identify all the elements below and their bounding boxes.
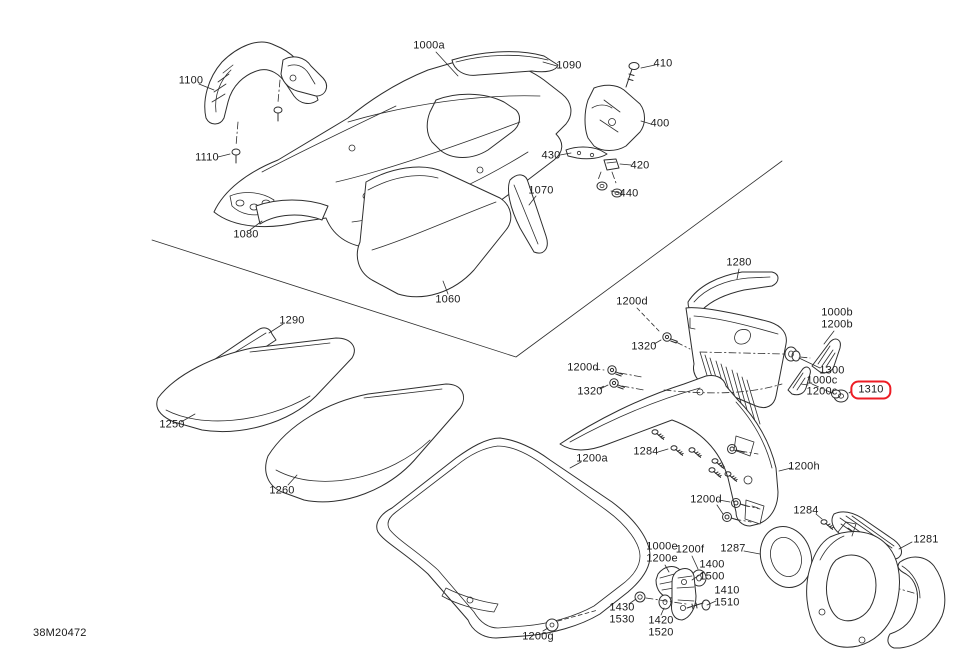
part-440-grommets-drawing	[596, 171, 623, 198]
part-1110-screws-drawing	[231, 79, 283, 164]
part-430-support-drawing	[565, 146, 608, 160]
part-label-1510-39[interactable]: 1510	[714, 596, 740, 609]
part-1200g-rivet-drawing	[545, 609, 599, 632]
part-1286-duct-drawing	[887, 556, 946, 649]
part-label-1090-3[interactable]: 1090	[556, 59, 582, 72]
part-label-1280-15[interactable]: 1280	[726, 256, 752, 269]
part-label-1110-1[interactable]: 1110	[195, 151, 219, 164]
part-label-1530-41[interactable]: 1530	[609, 613, 635, 626]
part-label-1284-26[interactable]: 1284	[633, 445, 659, 458]
part-label-430-6[interactable]: 430	[541, 149, 561, 162]
part-label-1200a-27[interactable]: 1200a	[576, 452, 608, 465]
sheet-separator-lines	[151, 160, 783, 358]
part-label-1320-17[interactable]: 1320	[631, 340, 657, 353]
part-1430-1530-nut-drawing	[634, 591, 646, 603]
part-label-1000e-33[interactable]: 1000e	[646, 540, 678, 553]
part-label-1000b-20[interactable]: 1000b	[821, 306, 853, 319]
part-label-1200d-18[interactable]: 1200d	[567, 361, 599, 374]
part-label-1060-11[interactable]: 1060	[435, 293, 461, 306]
centerline-bottom-hardware	[645, 597, 687, 605]
part-1300-grommet-drawing	[784, 346, 801, 362]
part-1200d-1320-pushpins-drawing	[595, 365, 645, 391]
part-label-400-5[interactable]: 400	[650, 117, 670, 130]
part-label-1430-40[interactable]: 1430	[609, 601, 635, 614]
part-label-1200e-34[interactable]: 1200e	[646, 552, 678, 565]
part-1000c-1200c-vent-drawing	[787, 366, 811, 396]
part-1200a-lower-panel-drawing	[376, 437, 651, 639]
part-label-410-4[interactable]: 410	[653, 57, 673, 70]
part-label-1200h-28[interactable]: 1200h	[788, 460, 820, 473]
part-1283-housing-drawing	[806, 521, 900, 648]
part-420-clip-drawing	[603, 158, 620, 171]
part-label-440-8[interactable]: 440	[619, 187, 639, 200]
part-label-1287-32[interactable]: 1287	[720, 542, 746, 555]
part-1080-strip-drawing	[255, 199, 329, 225]
part-label-420-7[interactable]: 420	[630, 159, 650, 172]
part-side-panel-assembly-drawing	[559, 307, 787, 527]
part-label-1260-14[interactable]: 1260	[269, 484, 295, 497]
part-label-1200c-24[interactable]: 1200c	[806, 385, 838, 398]
part-label-1320-19[interactable]: 1320	[577, 385, 603, 398]
part-1090-trim-strip-drawing	[451, 51, 559, 76]
part-label-1500-37[interactable]: 1500	[699, 570, 725, 583]
part-400-bracket-drawing	[584, 84, 645, 151]
part-1310-grommet-drawing	[831, 389, 849, 403]
part-label-1520-43[interactable]: 1520	[648, 626, 674, 639]
part-1320-pushpin-drawing	[636, 307, 691, 350]
part-label-1100-0[interactable]: 1100	[178, 74, 204, 87]
part-label-1410-38[interactable]: 1410	[714, 584, 740, 597]
part-1250-panel-drawing	[156, 337, 355, 433]
part-label-1281-31[interactable]: 1281	[913, 533, 939, 546]
part-label-1070-9[interactable]: 1070	[528, 184, 554, 197]
part-1260-panel-drawing	[265, 383, 464, 503]
part-1280-strip-drawing	[687, 271, 779, 314]
part-label-1420-42[interactable]: 1420	[648, 614, 674, 627]
part-label-1080-10[interactable]: 1080	[233, 228, 259, 241]
part-1000b-1200b-vent-drawing	[811, 338, 841, 374]
part-label-1000a-2[interactable]: 1000a	[413, 39, 445, 52]
part-label-1200d-29[interactable]: 1200d	[690, 493, 722, 506]
part-1060-side-panel-drawing	[356, 166, 512, 298]
part-1100-hood-drawing	[204, 41, 327, 125]
part-label-1284-30[interactable]: 1284	[793, 504, 819, 517]
sheet-code: 38M20472	[33, 627, 87, 639]
part-label-1000c-23[interactable]: 1000c	[806, 374, 838, 387]
part-1200d-rivets-drawing	[722, 444, 761, 523]
part-label-1200f-35[interactable]: 1200f	[675, 543, 705, 556]
part-1410-1510-bolt-drawing	[686, 599, 711, 611]
part-1287-ring-drawing	[759, 526, 813, 588]
centerlines-right-middle	[663, 351, 833, 394]
part-label-1300-22[interactable]: 1300	[819, 364, 845, 377]
part-1070-deflector-drawing	[507, 174, 548, 254]
part-label-1290-12[interactable]: 1290	[279, 314, 305, 327]
leader-lines	[180, 51, 913, 632]
part-410-bolt-drawing	[625, 62, 640, 88]
part-label-1200g-44[interactable]: 1200g	[522, 630, 554, 643]
part-label-1250-13[interactable]: 1250	[159, 418, 185, 431]
part-label-1310-25[interactable]: 1310	[850, 380, 892, 400]
part-label-1200b-21[interactable]: 1200b	[821, 318, 853, 331]
part-label-1200d-16[interactable]: 1200d	[616, 295, 648, 308]
part-label-1400-36[interactable]: 1400	[699, 558, 725, 571]
